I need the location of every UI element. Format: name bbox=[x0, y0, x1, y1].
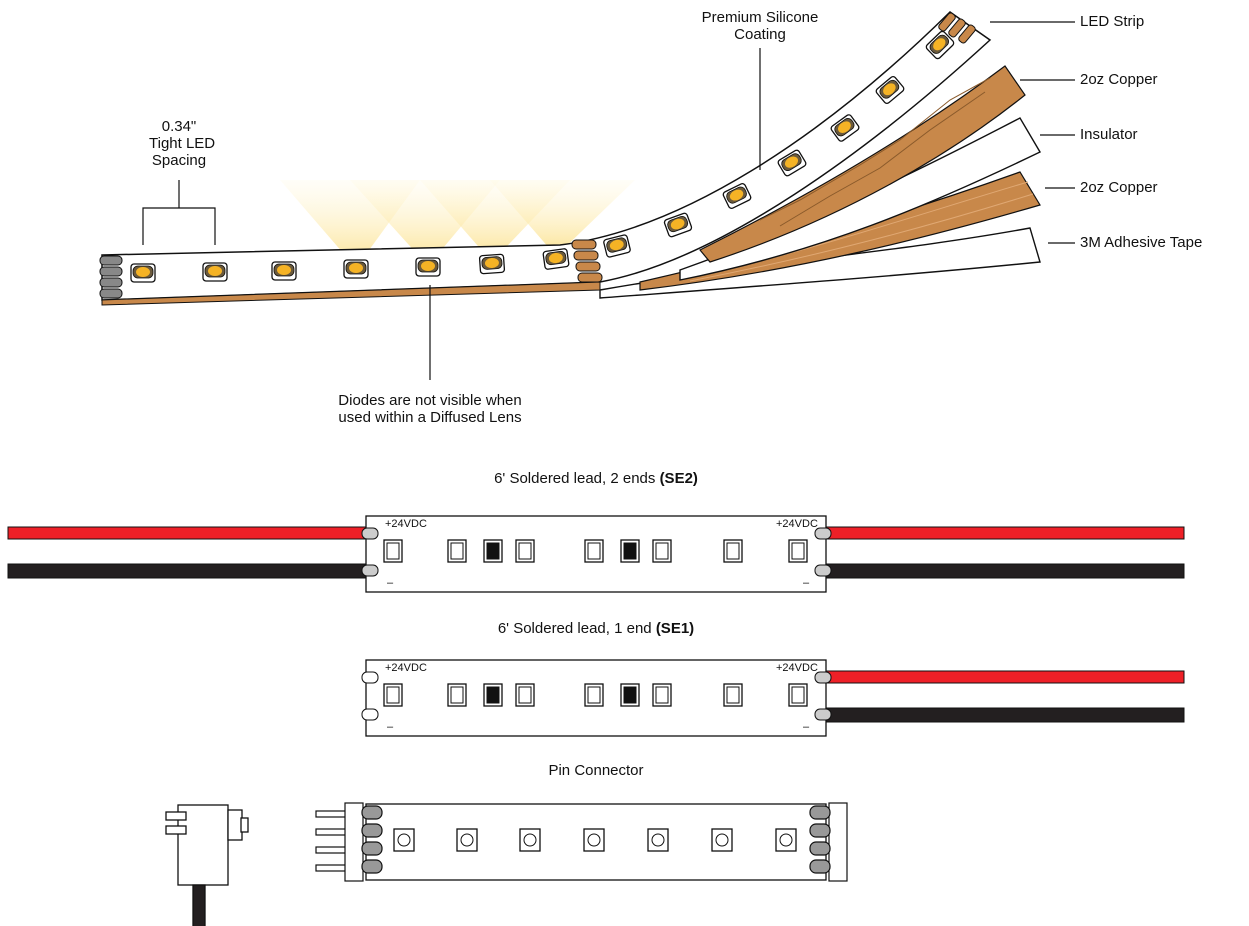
strip-top-end-pads bbox=[938, 12, 976, 44]
se1-title: 6' Soldered lead, 1 end (SE1) bbox=[396, 620, 796, 637]
led-chip bbox=[830, 114, 860, 142]
led-chip-outline bbox=[647, 828, 669, 852]
se2-chips bbox=[383, 539, 808, 563]
led-chip-outline bbox=[723, 683, 743, 707]
led-chip-outline bbox=[383, 683, 403, 707]
led-chip bbox=[603, 234, 631, 258]
se1-chips bbox=[383, 683, 808, 707]
led-chip bbox=[130, 263, 156, 283]
led-chip-outline bbox=[583, 828, 605, 852]
strip-end-pads bbox=[99, 255, 123, 299]
se2-plus-left: +24VDC bbox=[385, 518, 427, 530]
led-chip-outline bbox=[393, 828, 415, 852]
layer-label-led-strip: LED Strip bbox=[1080, 13, 1145, 30]
led-chip-outline bbox=[515, 539, 535, 563]
spacing-line-3: Spacing bbox=[151, 152, 207, 169]
se1-black-wire bbox=[825, 707, 1185, 723]
spacing-label: 0.34" Tight LED Spacing bbox=[149, 118, 216, 169]
se2-minus-right: – bbox=[803, 577, 810, 589]
resistor-chip bbox=[483, 539, 503, 563]
led-chip-outline bbox=[584, 683, 604, 707]
se2-right-red-wire bbox=[825, 526, 1185, 540]
led-chip-outline bbox=[383, 539, 403, 563]
diodes-note: Diodes are not visible when used within … bbox=[310, 392, 550, 426]
led-chip bbox=[722, 183, 752, 209]
se1-strip-body bbox=[365, 659, 827, 737]
layer-label-insulator: Insulator bbox=[1080, 126, 1138, 143]
led-chip-outline bbox=[711, 828, 733, 852]
led-chip bbox=[777, 149, 807, 177]
led-chip-outline bbox=[447, 683, 467, 707]
se1-red-wire bbox=[825, 670, 1185, 684]
se1-minus-left: – bbox=[387, 721, 394, 733]
led-chip-outline bbox=[519, 828, 541, 852]
se2-title: 6' Soldered lead, 2 ends (SE2) bbox=[396, 470, 796, 487]
led-chip bbox=[542, 248, 570, 270]
se2-assembly bbox=[7, 515, 1185, 593]
layer-label-copper-bottom: 2oz Copper bbox=[1080, 179, 1158, 196]
spacing-value: 0.34" bbox=[161, 118, 197, 135]
se1-title-text: 6' Soldered lead, 1 end bbox=[497, 620, 656, 637]
led-chip-outline bbox=[788, 683, 808, 707]
se2-right-black-wire bbox=[825, 563, 1185, 579]
led-chip bbox=[875, 75, 905, 105]
led-chip-outline bbox=[775, 828, 797, 852]
se1-assembly bbox=[361, 659, 1185, 737]
led-strip-body bbox=[101, 11, 992, 301]
led-chip-outline bbox=[723, 539, 743, 563]
led-chip-outline bbox=[652, 683, 672, 707]
strip-copper-underside bbox=[101, 281, 601, 306]
silicone-label: Premium Silicone Coating bbox=[680, 9, 840, 43]
se2-left-black-wire bbox=[7, 563, 369, 579]
silicone-line-1: Premium Silicone bbox=[701, 9, 819, 26]
se1-plus-right: +24VDC bbox=[776, 662, 818, 674]
layer-label-adhesive: 3M Adhesive Tape bbox=[1080, 234, 1203, 251]
led-chip-outline bbox=[456, 828, 478, 852]
led-chip-outline bbox=[788, 539, 808, 563]
led-chip-outline bbox=[584, 539, 604, 563]
led-chip bbox=[925, 30, 955, 60]
led-chip bbox=[478, 253, 506, 275]
resistor-chip bbox=[483, 683, 503, 707]
layer-label-copper-top: 2oz Copper bbox=[1080, 71, 1158, 88]
se1-plus-left: +24VDC bbox=[385, 662, 427, 674]
se2-code: (SE2) bbox=[659, 470, 698, 487]
se2-plus-right: +24VDC bbox=[776, 518, 818, 530]
led-chip bbox=[663, 212, 693, 238]
silicone-line-2: Coating bbox=[734, 26, 786, 43]
callout-lines bbox=[142, 21, 1075, 380]
led-chip bbox=[271, 261, 297, 281]
resistor-chip bbox=[620, 683, 640, 707]
se2-title-text: 6' Soldered lead, 2 ends bbox=[494, 470, 660, 487]
light-cones bbox=[280, 180, 635, 268]
se2-minus-left: – bbox=[387, 577, 394, 589]
se1-minus-right: – bbox=[803, 721, 810, 733]
diodes-note-line-2: used within a Diffused Lens bbox=[338, 409, 522, 426]
cut-pads bbox=[571, 239, 603, 283]
se2-left-red-wire bbox=[7, 526, 369, 540]
pin-chips bbox=[393, 828, 797, 852]
pin-plug bbox=[165, 804, 249, 926]
spacing-line-2: Tight LED bbox=[149, 135, 216, 152]
led-chip-outline bbox=[515, 683, 535, 707]
diodes-note-line-1: Diodes are not visible when bbox=[338, 392, 522, 409]
led-chip bbox=[415, 257, 441, 277]
se1-code: (SE1) bbox=[655, 620, 695, 637]
led-chip bbox=[202, 262, 228, 282]
strip-leds bbox=[130, 30, 955, 283]
resistor-chip bbox=[620, 539, 640, 563]
led-chip-outline bbox=[652, 539, 672, 563]
led-chip-outline bbox=[447, 539, 467, 563]
led-chip bbox=[343, 259, 369, 279]
pin-connector-assembly bbox=[165, 802, 848, 926]
pin-title: Pin Connector bbox=[548, 762, 644, 779]
